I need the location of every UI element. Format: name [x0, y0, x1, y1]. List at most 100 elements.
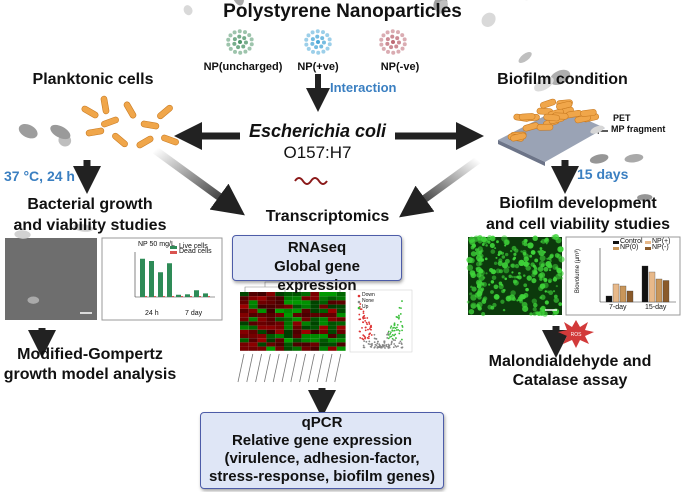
fluorescent-cell: [534, 266, 538, 270]
fluorescent-cell: [518, 259, 525, 267]
fluorescent-cell: [470, 272, 476, 279]
heatmap-cell: [266, 338, 276, 343]
fluorescent-cell: [507, 266, 510, 269]
sem-cell: [18, 123, 38, 139]
heatmap-cell: [310, 338, 320, 343]
heatmap-cell: [301, 325, 311, 330]
heatmap-cell: [336, 321, 346, 326]
dead-cells-bar: [145, 296, 147, 297]
volcano-point: [360, 308, 363, 310]
heatmap-cell: [257, 296, 267, 301]
heatmap-cell: [319, 296, 328, 301]
heatmap-cell: [284, 308, 293, 313]
biofilm-fluorescence-image: [466, 233, 565, 317]
pet-label: PET MP fragment: [611, 113, 665, 135]
sem-cell: [73, 224, 94, 232]
heatmap-cell: [301, 334, 311, 339]
volcano-point: [390, 325, 393, 328]
fluorescent-cell: [508, 274, 512, 278]
heatmap-cell: [275, 296, 284, 301]
fluorescent-cell: [523, 242, 528, 247]
heatmap-cell: [336, 313, 346, 318]
volcano-point: [394, 339, 396, 342]
fluorescent-cell: [487, 304, 493, 310]
heatmap-cell: [310, 300, 320, 305]
fluorescent-cell: [549, 259, 552, 263]
heatmap-cell: [275, 321, 284, 326]
fluorescent-cell: [490, 280, 495, 284]
bacterium: [100, 95, 110, 115]
heatmap-cell: [266, 317, 276, 322]
volcano-point: [383, 344, 386, 347]
volcano-point: [386, 337, 389, 339]
heatmap-cell: [328, 321, 337, 326]
nanoparticle-dot: [321, 40, 326, 45]
fluorescent-cell: [523, 274, 526, 277]
heatmap-cell: [301, 317, 311, 322]
right-chart-ylabel: Biovolume (µm³): [575, 248, 582, 294]
heatmap-cell: [266, 325, 276, 330]
sem-cell: [534, 76, 554, 92]
ros-burst-icon: [558, 320, 594, 348]
nanoparticle-dot: [316, 40, 320, 44]
fluorescent-cell: [522, 251, 527, 256]
volcano-point: [369, 332, 371, 335]
volcano-point: [366, 323, 369, 326]
fluorescent-cell: [469, 292, 473, 296]
biovolume-bar: [619, 285, 627, 303]
nanoparticle-dot: [395, 36, 400, 41]
heatmap-cell: [310, 313, 320, 318]
heatmap-cell: [257, 342, 267, 347]
fluorescent-cell: [512, 257, 516, 261]
heatmap-cell: [257, 329, 267, 334]
nanoparticle-dot: [304, 42, 309, 47]
heatmap-cell: [240, 342, 249, 347]
organism-strain: O157:H7: [283, 143, 352, 162]
heatmap-cell: [266, 313, 276, 318]
qpcr-line2: Relative gene expression: [231, 432, 413, 449]
fluorescent-cell: [504, 252, 509, 257]
sample-label: [290, 353, 298, 383]
interaction-label: Interaction: [330, 80, 397, 95]
fluorescent-cell: [497, 250, 503, 255]
heatmap-cell: [328, 334, 337, 339]
bacterium: [85, 127, 105, 137]
nanoparticle-dot: [394, 44, 399, 49]
nanoparticle-dot: [385, 30, 390, 35]
heatmap-cell: [292, 300, 302, 305]
volcano-point: [364, 337, 366, 340]
nanoparticle-dot: [226, 37, 231, 42]
fluorescent-cell: [539, 277, 543, 281]
heatmap-cell: [248, 329, 258, 334]
volcano-point: [391, 333, 394, 336]
volcano-point: [400, 307, 402, 309]
heatmap-cell: [336, 317, 346, 322]
volcano-point: [394, 344, 397, 347]
nanoparticle-dot: [249, 42, 254, 47]
sample-label: [299, 353, 306, 383]
heatmap-cell: [301, 296, 311, 301]
nanoparticle-dot: [238, 40, 242, 44]
heatmap-cell: [248, 308, 258, 313]
heatmap-cell: [257, 292, 267, 297]
heatmap-cell: [301, 342, 311, 347]
volcano-point: [367, 342, 370, 345]
heatmap-cell: [284, 342, 293, 347]
volcano-point: [383, 340, 386, 343]
bacterial-growth-line1: Bacterial growth: [27, 196, 153, 213]
fluorescent-cell: [531, 278, 537, 284]
fluorescent-cell: [507, 296, 511, 300]
volcano-point: [400, 342, 403, 345]
heatmap-cell: [292, 334, 302, 339]
heatmap-cell: [284, 296, 293, 301]
sample-label: [281, 353, 289, 383]
heatmap-cell: [248, 334, 258, 339]
volcano-point: [397, 314, 400, 317]
fluorescent-cell: [496, 240, 499, 244]
heatmap-cell: [301, 321, 311, 326]
sample-label: [334, 353, 342, 383]
volcano-point: [362, 346, 365, 349]
volcano-point: [387, 330, 390, 333]
fluorescent-cell: [554, 253, 560, 258]
sample-label: [272, 353, 280, 383]
